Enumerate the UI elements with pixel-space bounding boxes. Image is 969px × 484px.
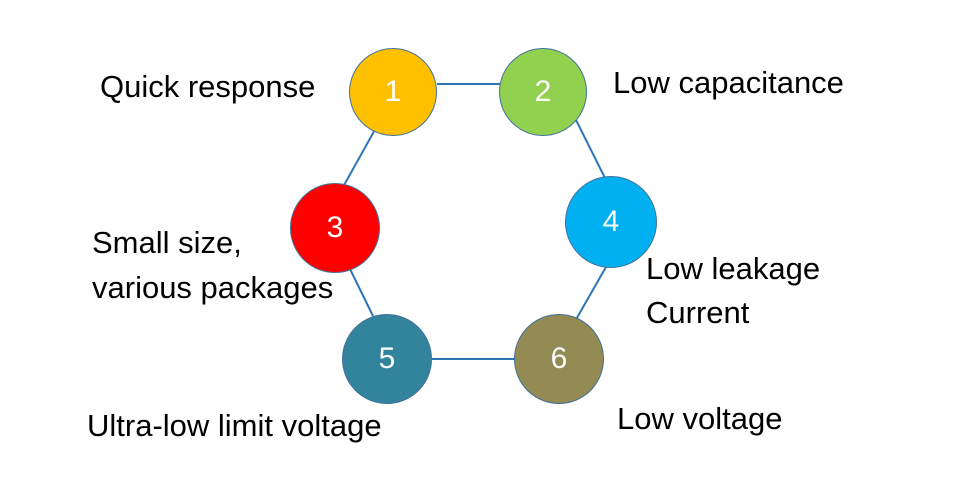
label-6: Low voltage	[617, 401, 783, 436]
node-4: 4	[565, 176, 657, 268]
node-3-number: 3	[326, 211, 344, 244]
node-1-number: 1	[384, 75, 402, 108]
node-3: 3	[290, 183, 380, 273]
node-4-number: 4	[602, 205, 620, 238]
node-6: 6	[514, 314, 604, 404]
node-1: 1	[349, 48, 437, 136]
label-4-line1: Low leakage	[646, 251, 821, 286]
link-3-1	[342, 125, 378, 188]
node-6-number: 6	[550, 342, 568, 375]
link-4-6	[573, 266, 607, 324]
link-2-4	[574, 117, 606, 179]
node-2-number: 2	[534, 75, 552, 108]
label-4-line2: Current	[646, 295, 750, 330]
label-5: Ultra-low limit voltage	[87, 408, 382, 443]
link-5-3	[349, 268, 374, 317]
label-2: Low capacitance	[613, 65, 844, 100]
label-3-line2: various packages	[92, 270, 334, 305]
node-5-number: 5	[378, 342, 396, 375]
label-1: Quick response	[100, 69, 316, 104]
label-3-line1: Small size,	[92, 225, 242, 260]
node-2: 2	[499, 48, 587, 136]
node-5: 5	[342, 314, 432, 404]
